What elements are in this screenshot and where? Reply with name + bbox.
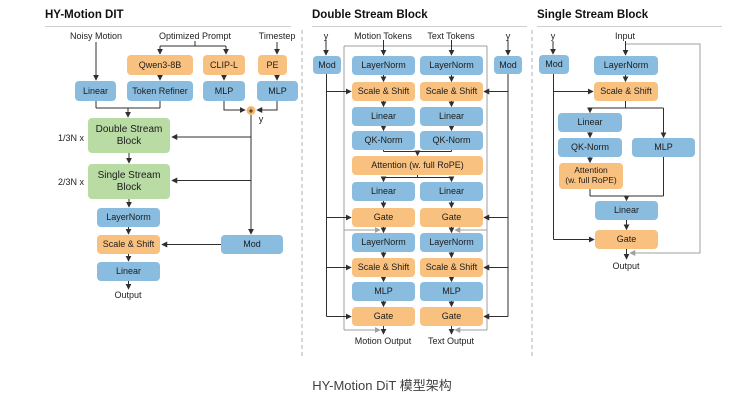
double-stream-panel-title: Double Stream Block bbox=[312, 9, 527, 27]
node-single-scale-shift: Scale & Shift bbox=[594, 82, 658, 101]
label-double-y-left: y bbox=[323, 31, 329, 41]
node-pe: PE bbox=[258, 55, 287, 75]
label-text-tokens: Text Tokens bbox=[427, 31, 475, 41]
node-text-layernorm-2: LayerNorm bbox=[420, 233, 483, 252]
label-left-y: y bbox=[258, 114, 264, 124]
node-left-linear-in: Linear bbox=[75, 81, 116, 101]
node-single-stream-block: Single Stream Block bbox=[88, 164, 170, 199]
node-clip-l: CLIP-L bbox=[203, 55, 245, 75]
node-text-qk-norm: QK-Norm bbox=[420, 131, 483, 150]
node-mlp-clip: MLP bbox=[203, 81, 245, 101]
label-single-y: y bbox=[550, 31, 556, 41]
node-text-layernorm-1: LayerNorm bbox=[420, 56, 483, 75]
label-double-y-right: y bbox=[505, 31, 511, 41]
label-noisy-motion: Noisy Motion bbox=[69, 31, 123, 41]
node-single-mod: Mod bbox=[539, 55, 569, 74]
node-left-scale-shift: Scale & Shift bbox=[97, 235, 160, 254]
node-motion-qk-norm: QK-Norm bbox=[352, 131, 415, 150]
label-motion-tokens: Motion Tokens bbox=[354, 31, 412, 41]
left-panel-title: HY-Motion DIT bbox=[45, 9, 291, 27]
node-single-qk-norm: QK-Norm bbox=[558, 138, 622, 157]
node-text-linear-1: Linear bbox=[420, 107, 483, 126]
wires-double-stream bbox=[323, 40, 511, 335]
node-single-attention: Attention (w. full RoPE) bbox=[559, 163, 623, 189]
node-motion-scale-shift-2: Scale & Shift bbox=[352, 258, 415, 277]
sum-node: + bbox=[246, 106, 256, 116]
single-attention-line2: (w. full RoPE) bbox=[565, 175, 617, 185]
node-single-linear-attn: Linear bbox=[558, 113, 622, 132]
label-optimized-prompt: Optimized Prompt bbox=[158, 31, 232, 41]
label-single-input: Input bbox=[614, 31, 636, 41]
caption: HY-Motion DiT 模型架构 bbox=[312, 378, 452, 393]
node-double-attention: Attention (w. full RoPE) bbox=[352, 156, 483, 175]
node-text-linear-2: Linear bbox=[420, 182, 483, 201]
node-text-scale-shift-2: Scale & Shift bbox=[420, 258, 483, 277]
node-motion-layernorm-1: LayerNorm bbox=[352, 56, 415, 75]
node-single-linear-out: Linear bbox=[595, 201, 658, 220]
node-motion-gate-2: Gate bbox=[352, 307, 415, 326]
node-motion-mlp: MLP bbox=[352, 282, 415, 301]
label-left-output: Output bbox=[114, 290, 142, 300]
node-double-mod-left: Mod bbox=[313, 56, 341, 74]
residual-rails bbox=[343, 43, 701, 333]
label-single-output: Output bbox=[612, 261, 640, 271]
node-text-scale-shift-1: Scale & Shift bbox=[420, 82, 483, 101]
wires-left-panel bbox=[93, 41, 280, 290]
node-qwen3-8b: Qwen3-8B bbox=[127, 55, 193, 75]
node-token-refiner: Token Refiner bbox=[127, 81, 193, 101]
single-stream-panel-title: Single Stream Block bbox=[537, 9, 722, 27]
node-mlp-pe: MLP bbox=[257, 81, 298, 101]
node-text-mlp: MLP bbox=[420, 282, 483, 301]
label-timestep: Timestep bbox=[258, 31, 296, 41]
sum-plus-glyph: + bbox=[249, 107, 254, 116]
node-text-gate-2: Gate bbox=[420, 307, 483, 326]
node-motion-layernorm-2: LayerNorm bbox=[352, 233, 415, 252]
label-motion-output: Motion Output bbox=[354, 336, 412, 346]
node-double-stream-block: Double Stream Block bbox=[88, 118, 170, 153]
node-motion-gate-1: Gate bbox=[352, 208, 415, 227]
node-double-mod-right: Mod bbox=[494, 56, 522, 74]
node-motion-linear-1: Linear bbox=[352, 107, 415, 126]
node-text-gate-1: Gate bbox=[420, 208, 483, 227]
node-single-gate: Gate bbox=[595, 230, 658, 249]
label-n-single-stream: 2/3N x bbox=[57, 177, 85, 187]
label-text-output: Text Output bbox=[427, 336, 475, 346]
node-single-mlp: MLP bbox=[632, 138, 695, 157]
label-n-double-stream: 1/3N x bbox=[57, 133, 85, 143]
node-motion-scale-shift-1: Scale & Shift bbox=[352, 82, 415, 101]
panel-separator-dashed-lines bbox=[301, 30, 533, 358]
node-left-layernorm: LayerNorm bbox=[97, 208, 160, 227]
node-motion-linear-2: Linear bbox=[352, 182, 415, 201]
node-single-layernorm: LayerNorm bbox=[594, 56, 658, 75]
node-left-mod: Mod bbox=[221, 235, 283, 254]
wires-single-stream bbox=[550, 41, 667, 260]
single-attention-line1: Attention bbox=[574, 165, 608, 176]
node-left-linear-out: Linear bbox=[97, 262, 160, 281]
